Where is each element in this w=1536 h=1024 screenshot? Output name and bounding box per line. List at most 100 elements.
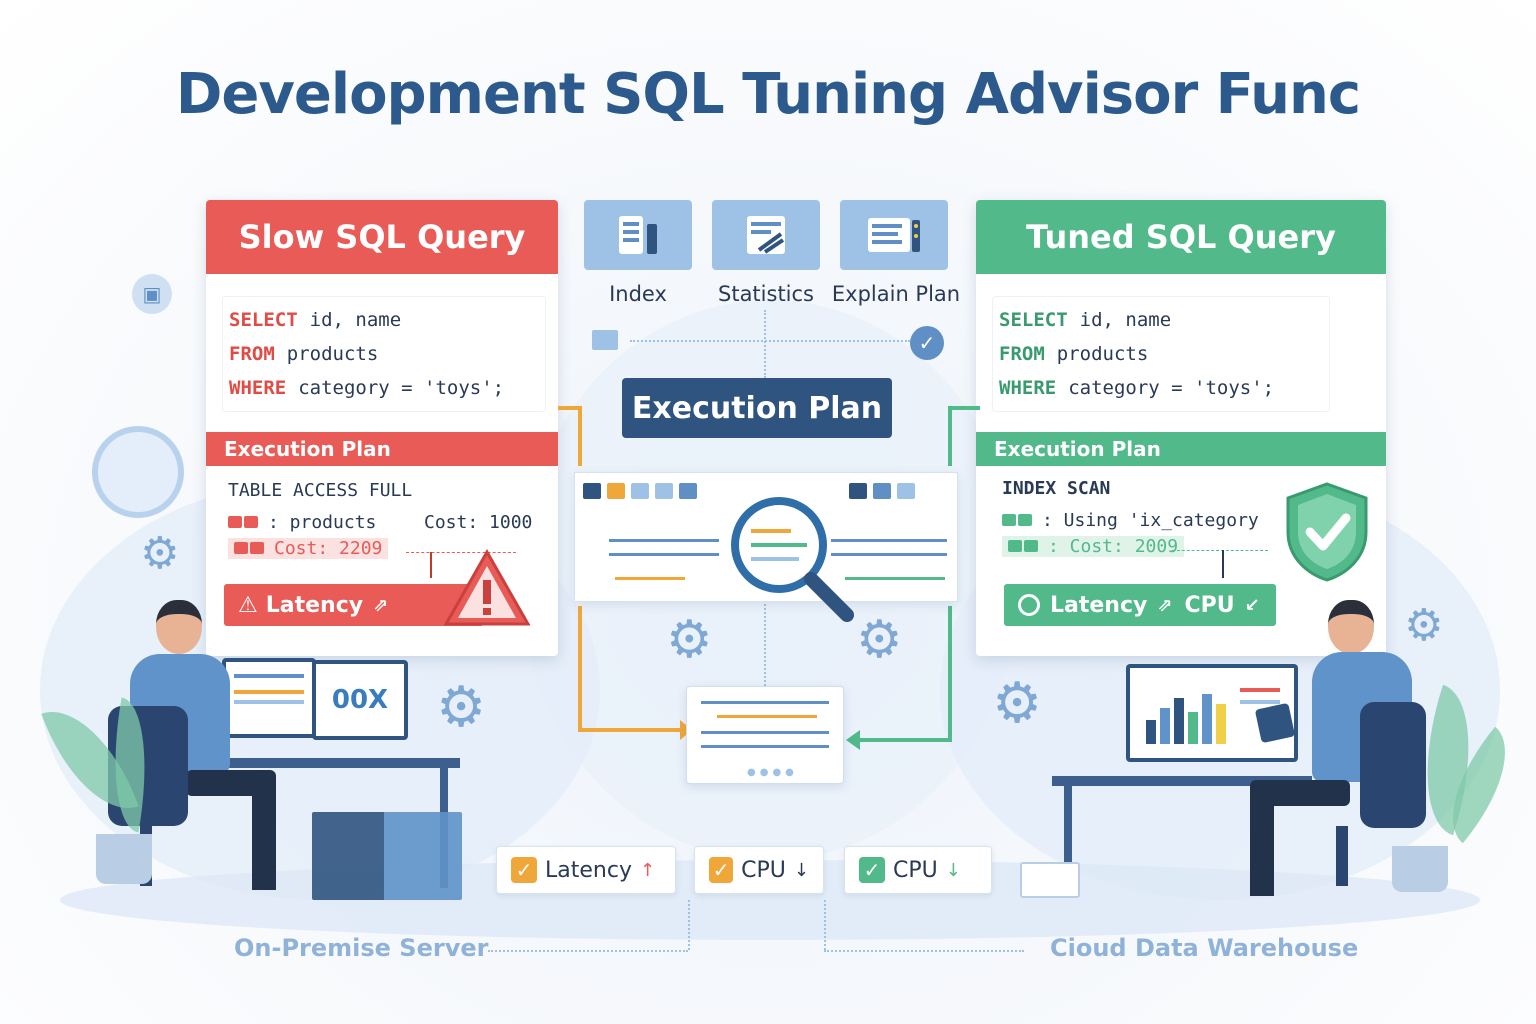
cpu-down-icon: ↙ bbox=[1244, 594, 1260, 616]
tablet-icon bbox=[1254, 702, 1296, 744]
plan-toolbar bbox=[849, 483, 917, 499]
plan-arrow-right bbox=[845, 577, 945, 580]
arrow-up-icon: ↑ bbox=[639, 859, 656, 881]
plan-toolbar bbox=[583, 483, 699, 499]
slow-row2-text: Cost: 2209 bbox=[274, 538, 383, 559]
right-person-shin bbox=[1250, 796, 1274, 896]
index-tool-card[interactable] bbox=[584, 200, 692, 270]
latency-up-icon: ⇗ bbox=[373, 594, 389, 616]
slow-plan-row-2: Cost: 2209 bbox=[228, 538, 389, 559]
slow-plan-op: TABLE ACCESS FULL bbox=[228, 480, 413, 501]
tuned-plan-row-1: : Using 'ix_category bbox=[1002, 510, 1259, 531]
slow-latency-bar: ⚠ Latency ⇗ bbox=[224, 584, 484, 626]
sql-text: category = 'toys'; bbox=[1068, 377, 1275, 399]
tuned-query-header: Tuned SQL Query bbox=[976, 200, 1386, 274]
slow-row1-text: : products bbox=[268, 512, 377, 533]
sql-keyword: WHERE bbox=[999, 377, 1057, 399]
index-icon bbox=[619, 216, 657, 254]
sql-text: products bbox=[286, 343, 379, 365]
sql-text: products bbox=[1056, 343, 1149, 365]
check-icon: ✓ bbox=[859, 857, 885, 883]
sql-keyword: SELECT bbox=[229, 309, 298, 331]
metric-chip-cpu-1: ✓ CPU ↓ bbox=[694, 846, 824, 894]
sql-keyword: FROM bbox=[999, 343, 1045, 365]
slow-plan-row-1: : products bbox=[228, 512, 376, 533]
index-tool-label: Index bbox=[609, 282, 667, 306]
shield-check-icon bbox=[1286, 482, 1368, 582]
sql-text: category = 'toys'; bbox=[298, 377, 505, 399]
left-person-head bbox=[156, 600, 202, 654]
sql-keyword: SELECT bbox=[999, 309, 1068, 331]
statistics-tool-label: Statistics bbox=[718, 282, 814, 306]
sql-keyword: WHERE bbox=[229, 377, 287, 399]
footer-connector bbox=[488, 950, 688, 952]
check-badge-icon: ✓ bbox=[910, 326, 944, 360]
metric-chip-latency: ✓ Latency ↑ bbox=[496, 846, 676, 894]
sql-text: id, name bbox=[309, 309, 402, 331]
explain-plan-tool-label: Explain Plan bbox=[831, 282, 961, 306]
metric-label: CPU bbox=[893, 857, 938, 883]
left-person-shin bbox=[252, 790, 276, 890]
flow-connector bbox=[630, 340, 910, 342]
gear-icon: ⚙ bbox=[436, 675, 487, 740]
tuned-plan-row-2: : Cost: 2009 bbox=[1002, 536, 1185, 557]
metric-label: CPU bbox=[741, 857, 786, 883]
flow-arrows bbox=[558, 406, 980, 750]
footer-connector bbox=[688, 900, 690, 950]
tuned-query-panel: Tuned SQL Query SELECT id, name FROM produ… bbox=[976, 200, 1386, 656]
check-icon: ✓ bbox=[511, 857, 537, 883]
plan-connector bbox=[1222, 550, 1224, 578]
row-marker-icon bbox=[228, 512, 260, 533]
execution-plan-card bbox=[574, 472, 958, 622]
statistics-icon bbox=[747, 216, 785, 254]
right-chair bbox=[1360, 702, 1426, 828]
tuned-row1-text: : Using 'ix_category bbox=[1042, 510, 1259, 531]
right-monitor bbox=[1126, 664, 1298, 762]
tuned-plan-title: Execution Plan bbox=[976, 432, 1386, 466]
arrow-down-icon: ↓ bbox=[793, 859, 809, 881]
right-desk-leg bbox=[1064, 786, 1072, 896]
tuned-query-code: SELECT id, name FROM products WHERE categor… bbox=[992, 296, 1330, 412]
gear-icon: ⚙ bbox=[992, 671, 1043, 736]
sql-keyword: FROM bbox=[229, 343, 275, 365]
file-box-icon bbox=[1020, 862, 1080, 898]
right-desk bbox=[1052, 776, 1312, 786]
gear-icon: ⚙ bbox=[140, 528, 180, 579]
server-stack bbox=[312, 812, 462, 900]
latency-label: Latency bbox=[1050, 592, 1148, 618]
plan-connector bbox=[406, 552, 516, 553]
result-card: ●●●● bbox=[686, 686, 844, 784]
warning-icon: ⚠ bbox=[238, 592, 258, 618]
plan-connector bbox=[430, 552, 432, 578]
slow-query-code: SELECT id, name FROM products WHERE categor… bbox=[222, 296, 546, 412]
sql-text: id, name bbox=[1079, 309, 1172, 331]
footer-connector bbox=[824, 900, 826, 950]
right-chair-base bbox=[1336, 826, 1348, 886]
metric-chip-cpu-2: ✓ CPU ↓ bbox=[844, 846, 992, 894]
metric-label: Latency bbox=[545, 857, 632, 883]
row-marker-icon bbox=[234, 538, 266, 559]
plan-line bbox=[609, 553, 719, 556]
left-desk bbox=[210, 758, 460, 768]
plan-line bbox=[831, 539, 947, 542]
doc-icon bbox=[592, 330, 618, 350]
execution-plan-badge: Execution Plan bbox=[622, 378, 892, 438]
latency-label: Latency bbox=[265, 592, 364, 618]
row-marker-icon bbox=[1002, 510, 1034, 531]
tuned-latency-bar: Latency ⇗ CPU ↙ bbox=[1004, 584, 1276, 626]
globe-icon bbox=[92, 426, 184, 518]
plan-connector bbox=[1172, 550, 1268, 551]
magnifier-icon bbox=[731, 497, 854, 622]
plan-line bbox=[609, 539, 719, 542]
statistics-tool-card[interactable] bbox=[712, 200, 820, 270]
cloud-warehouse-label: Cioud Data Warehouse bbox=[1050, 934, 1359, 962]
on-premise-label: On-Premise Server bbox=[234, 934, 489, 962]
explain-plan-tool-card[interactable] bbox=[840, 200, 948, 270]
slow-plan-title: Execution Plan bbox=[206, 432, 558, 466]
plan-line bbox=[831, 553, 947, 556]
left-monitor-2: 00X bbox=[312, 660, 408, 740]
slow-query-header: Slow SQL Query bbox=[206, 200, 558, 274]
lock-icon: ▣ bbox=[132, 274, 172, 314]
circle-icon bbox=[1018, 594, 1040, 616]
slow-row1-cost: Cost: 1000 bbox=[424, 512, 533, 533]
